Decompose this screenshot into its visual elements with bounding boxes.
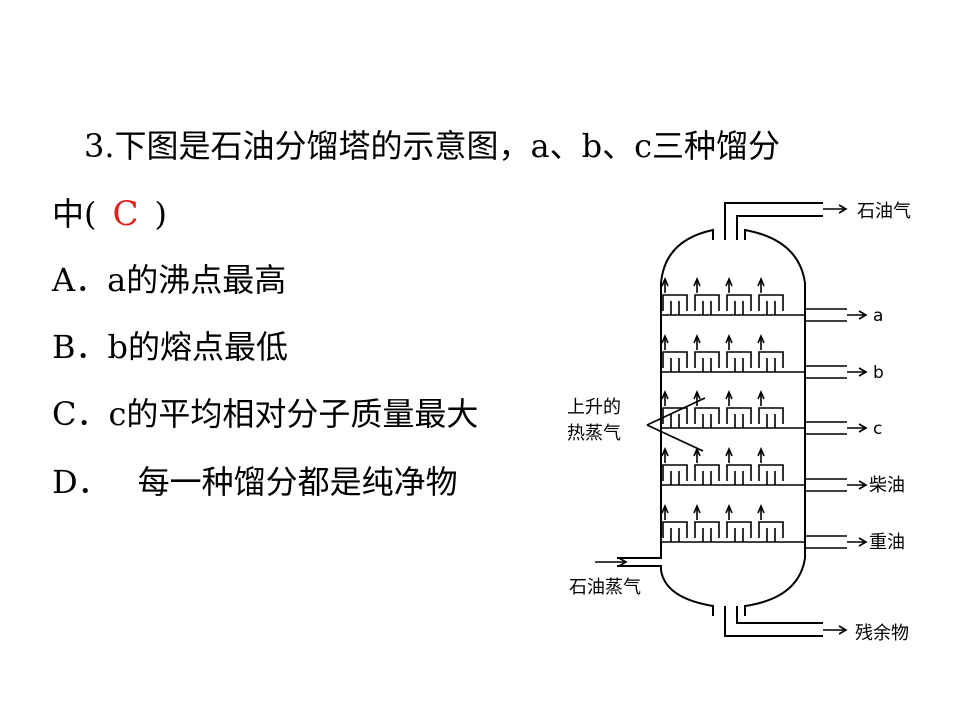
bubble-cap [726, 294, 752, 315]
outlet-arrow-head [858, 480, 868, 490]
bubble-cap [694, 351, 720, 372]
option-letter: D． [52, 463, 110, 501]
vapor-arrow-head [693, 503, 701, 514]
bottom-pipe-inner [736, 606, 823, 624]
vapor-arrow-head [661, 503, 669, 514]
bubble-cap [758, 407, 784, 428]
top-outlet-arrow [823, 204, 848, 214]
tower-drawing [595, 202, 868, 637]
inlet-arrow [595, 557, 628, 567]
tower-shell-right [744, 228, 806, 616]
bubble-cap [758, 294, 784, 315]
bubble-cap [726, 407, 752, 428]
option-text: 每一种馏分都是纯净物 [137, 463, 458, 501]
blank-open: 中( [52, 195, 97, 233]
option-text: a的沸点最高 [107, 261, 287, 299]
label-outlet-b: b [873, 363, 884, 383]
option-letter: B． [52, 328, 108, 366]
question-blank-line: 中( C) [52, 194, 167, 234]
vapor-arrow-head [725, 333, 733, 344]
option-d: D． 每一种馏分都是纯净物 [52, 462, 458, 502]
label-top-outlet: 石油气 [857, 201, 911, 222]
label-inlet: 石油蒸气 [569, 577, 641, 598]
vapor-arrow-head [661, 333, 669, 344]
bubble-cap [758, 351, 784, 372]
top-pipe [724, 202, 823, 240]
vapor-arrow-head [725, 389, 733, 400]
blank-close: ) [154, 195, 167, 233]
bubble-cap [758, 464, 784, 485]
option-a: A．a的沸点最高 [52, 260, 286, 300]
bubble-cap [662, 521, 688, 542]
bubble-cap [694, 521, 720, 542]
outlet-group [595, 204, 868, 635]
fractionating-tower-diagram: 石油气 a b c 柴油 重油 残余物 石油蒸气 上升的 热蒸气 [555, 188, 955, 648]
tower-shell-left-lower [617, 565, 714, 616]
vapor-arrow-head [661, 389, 669, 400]
vapor-arrow-head [661, 276, 669, 287]
vapor-arrow-head [757, 389, 765, 400]
label-rising-vapor-2: 热蒸气 [567, 423, 621, 444]
bubble-cap [758, 521, 784, 542]
label-outlet-c: c [873, 419, 883, 439]
bubble-cap [726, 521, 752, 542]
bubble-cap [662, 294, 688, 315]
bubble-cap [726, 464, 752, 485]
vapor-arrow-head [693, 333, 701, 344]
vapor-arrow-head [757, 446, 765, 457]
label-outlet-a: a [873, 306, 884, 326]
label-bottom-outlet: 残余物 [855, 623, 909, 644]
label-rising-vapor-1: 上升的 [567, 397, 621, 418]
vapor-arrow-head [725, 503, 733, 514]
bubble-cap [694, 464, 720, 485]
bottom-pipe [724, 606, 823, 637]
outlet-arrow-head [858, 367, 868, 377]
vapor-arrow-head [693, 389, 701, 400]
option-b: B．b的熔点最低 [52, 327, 288, 367]
vapor-arrow-head [725, 276, 733, 287]
vapor-arrow-head [661, 446, 669, 457]
rising-vapor-pointers [646, 397, 706, 452]
vapor-arrow-head [757, 503, 765, 514]
option-c: C．c的平均相对分子质量最大 [52, 394, 478, 434]
outlet-arrow-head [858, 537, 868, 547]
tower-shell-left [617, 228, 714, 559]
vapor-arrow-head [725, 446, 733, 457]
label-outlet-diesel: 柴油 [869, 475, 905, 496]
bubble-cap [726, 351, 752, 372]
answer-mark: C [112, 194, 139, 234]
bubble-cap [662, 351, 688, 372]
bubble-cap [662, 464, 688, 485]
top-pipe-inner [736, 215, 823, 240]
label-outlet-heavy-oil: 重油 [869, 532, 905, 553]
question-text: 3.下图是石油分馏塔的示意图，a、b、c三种馏分 [84, 127, 781, 165]
outlet-arrow-head [858, 423, 868, 433]
bottom-outlet-arrow [823, 625, 848, 635]
option-letter: C． [52, 395, 109, 433]
outlet-arrow-head [858, 310, 868, 320]
bubble-cap [694, 407, 720, 428]
bubble-cap [662, 407, 688, 428]
option-text: b的熔点最低 [107, 328, 289, 366]
vapor-arrow-head [693, 276, 701, 287]
tray-group [661, 276, 805, 543]
option-letter: A． [52, 261, 108, 299]
vapor-arrow-head [757, 276, 765, 287]
vapor-arrow-head [757, 333, 765, 344]
option-text: c的平均相对分子质量最大 [108, 395, 479, 433]
bubble-cap [694, 294, 720, 315]
